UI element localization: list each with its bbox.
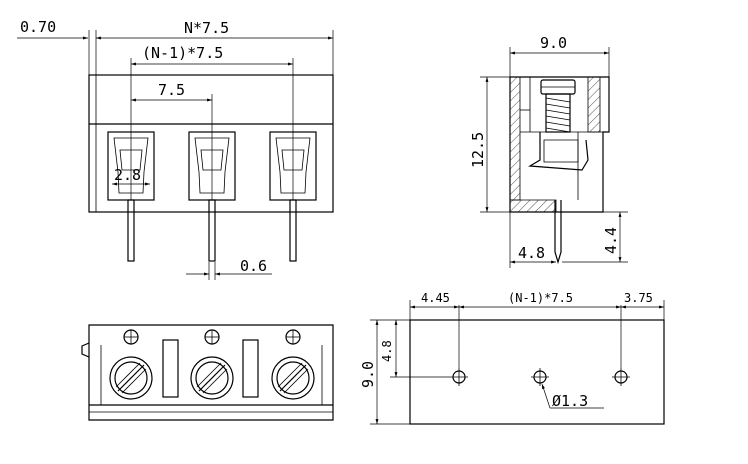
side-pin: [554, 200, 562, 265]
hole-callout-leader: [541, 383, 551, 409]
wire-entries: [123, 329, 301, 345]
dim-pitch-label: 7.5: [158, 81, 185, 99]
separator-1: [162, 339, 179, 398]
dim-total-label: N*7.5: [184, 19, 229, 37]
dim-pinlen-label: 4.4: [602, 227, 620, 254]
clamp: [528, 132, 589, 171]
dim-pcb-right-label: 3.75: [624, 291, 653, 305]
front-body-outline: [88, 74, 334, 213]
dim-pcb-left-label: 4.45: [421, 291, 450, 305]
screw: [540, 79, 576, 133]
dim-depth-label: 9.0: [540, 34, 567, 52]
dim-height-label: 12.5: [469, 132, 487, 168]
side-view: 9.0 12.5 4.4 4.8: [469, 34, 628, 268]
pcb-layout: 4.45 (N-1)*7.5 3.75 4.8 9.0 Ø1.3: [359, 291, 665, 425]
dim-offset-label: 0.70: [20, 18, 56, 36]
pcb-holes: [450, 368, 630, 386]
separator-2: [242, 339, 259, 398]
top-view: [81, 324, 334, 421]
dim-slot-label: 2.8: [114, 166, 141, 184]
pins-front: [127, 199, 297, 262]
hole-callout-label: Ø1.3: [552, 392, 588, 410]
pcb-outline: [409, 319, 665, 425]
screw-head-2: [190, 356, 234, 400]
dim-pin-label: 0.6: [240, 257, 267, 275]
dim-pcb-row-label: 4.8: [380, 340, 394, 362]
dim-pinoff-label: 4.8: [518, 244, 545, 262]
dim-pcb-span-label: (N-1)*7.5: [508, 291, 573, 305]
top-body-outline: [88, 324, 334, 421]
side-latch: [81, 342, 90, 358]
screw-head-3: [271, 356, 315, 400]
front-view: 0.70 N*7.5 (N-1)*7.5 7.5 2.8 0.6: [17, 18, 334, 280]
dim-pcb-depth-label: 9.0: [359, 361, 377, 388]
screw-head-1: [109, 356, 153, 400]
dim-span-label: (N-1)*7.5: [142, 44, 223, 62]
